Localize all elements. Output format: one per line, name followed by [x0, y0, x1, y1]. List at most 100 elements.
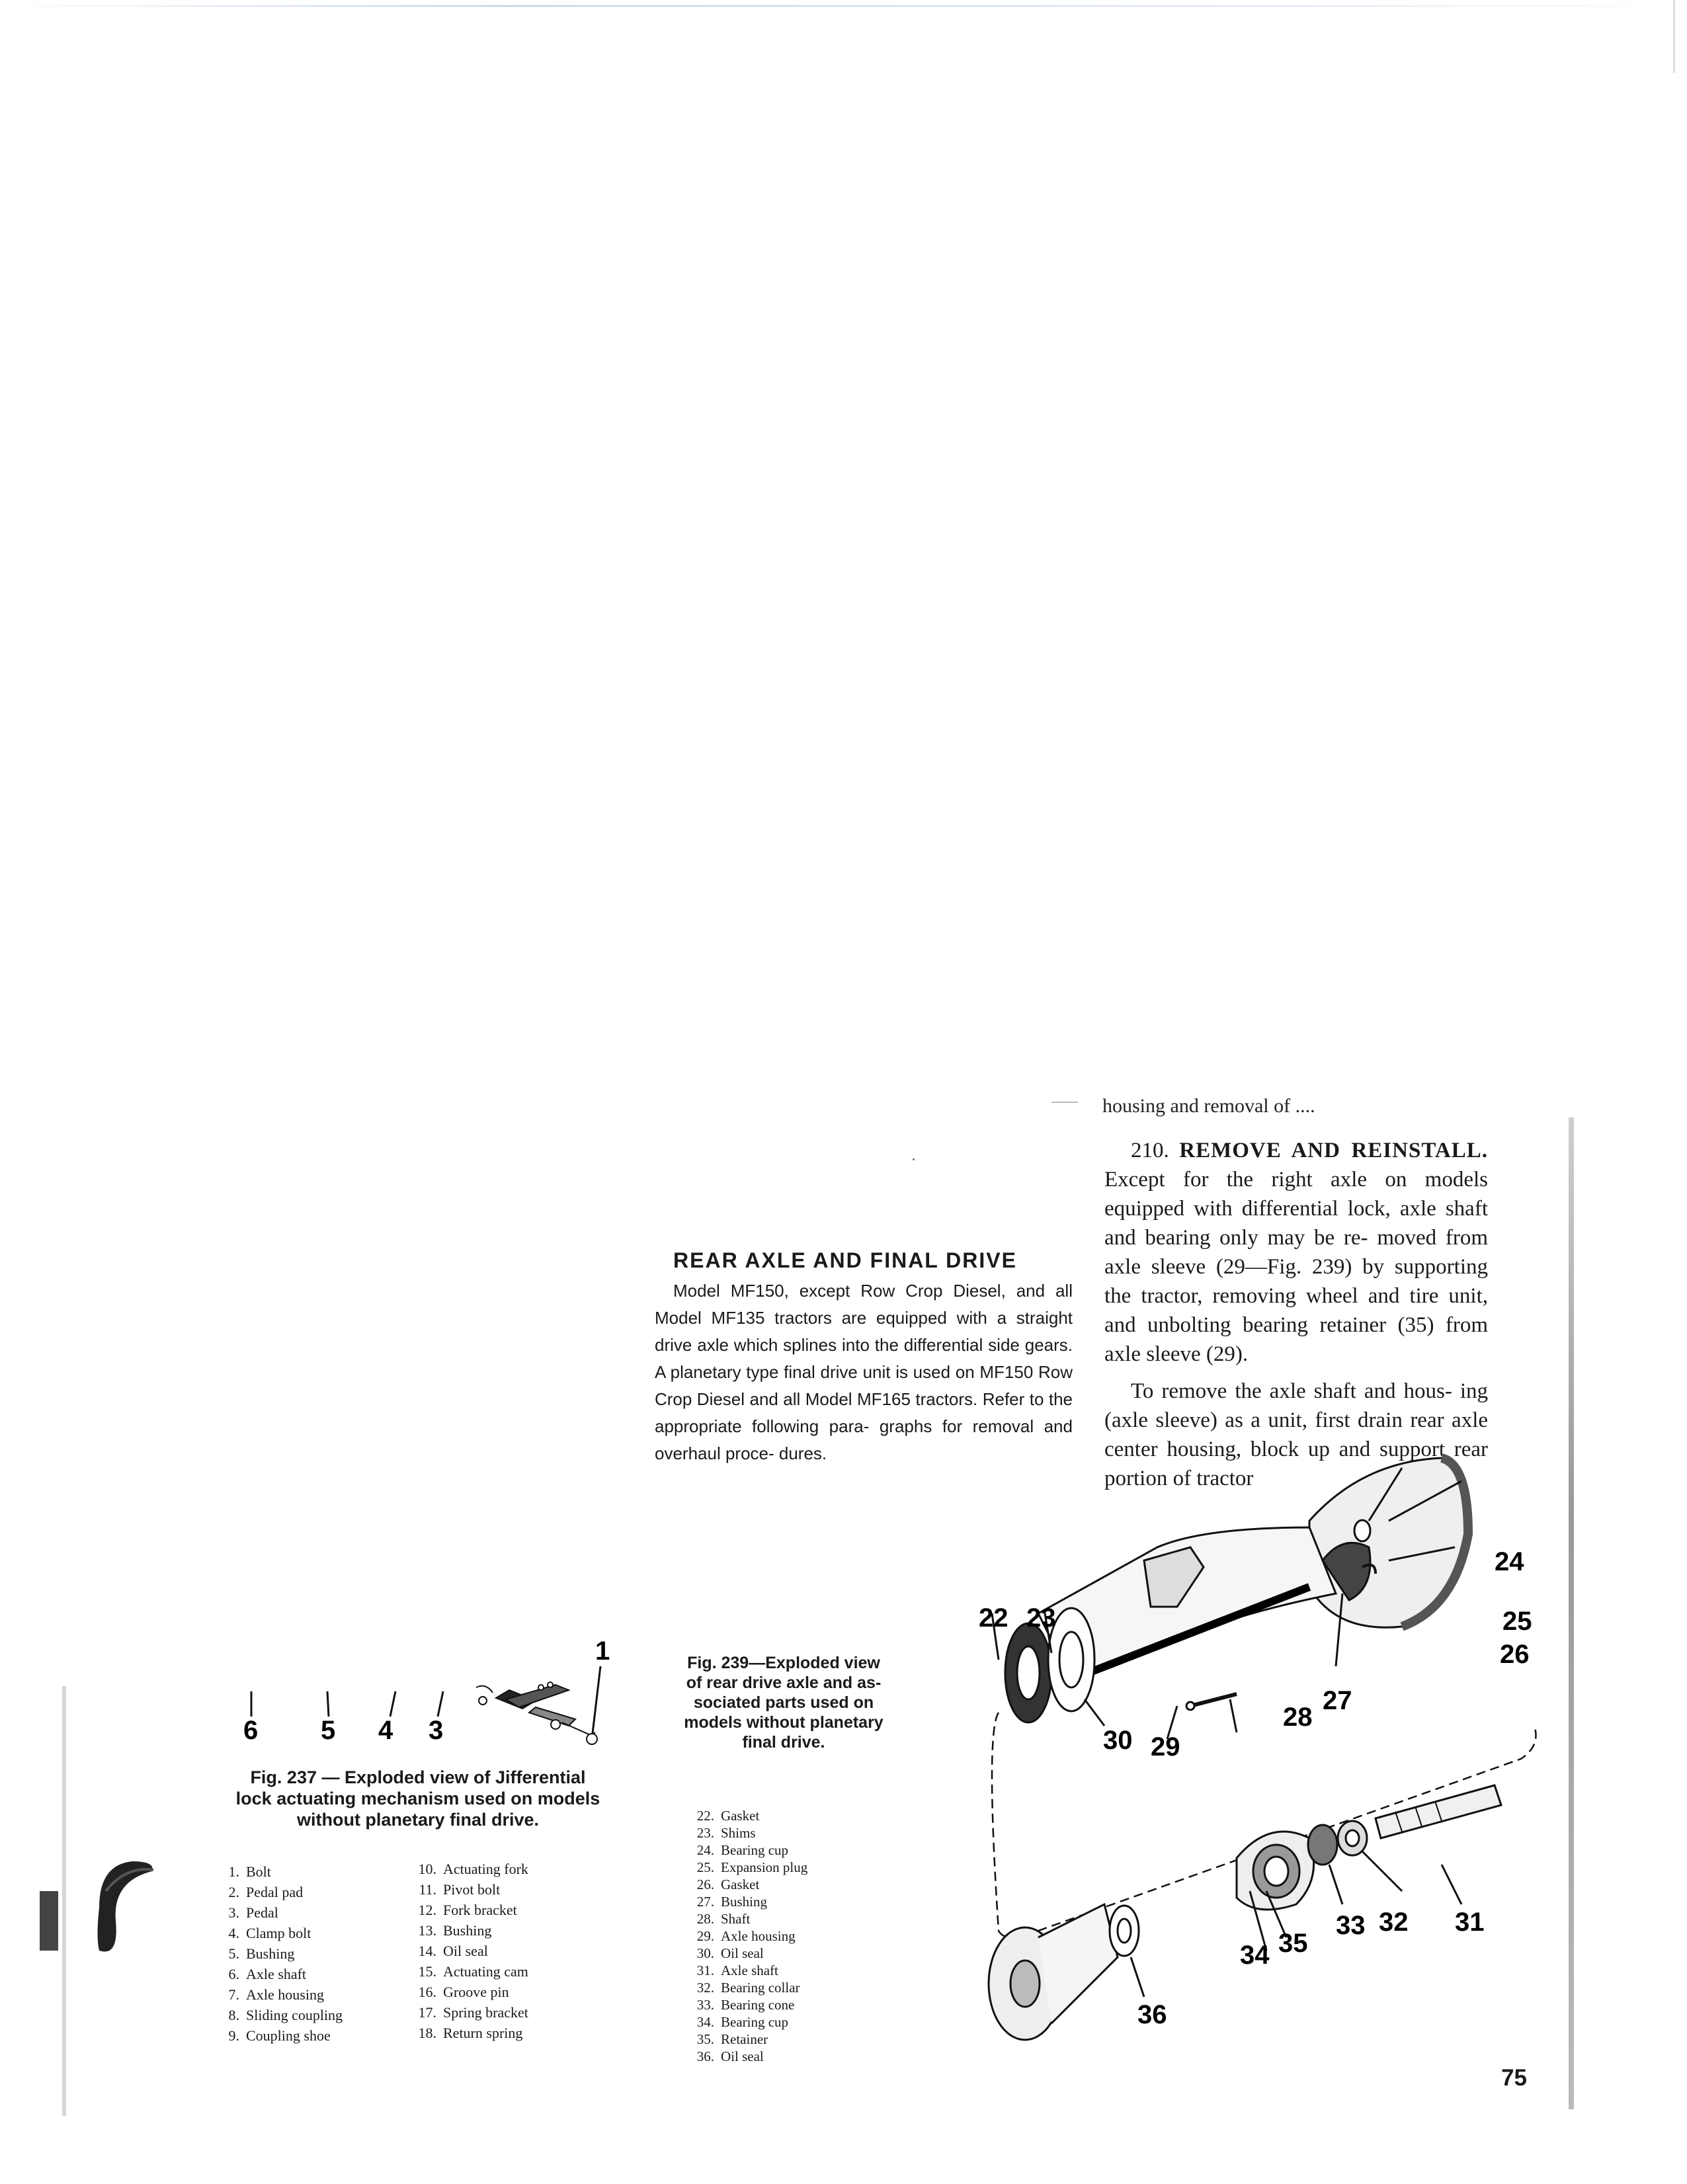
- text-line: Crop Diesel and all Model MF165 tractors…: [655, 1389, 978, 1409]
- legend-item: 17.Spring bracket: [409, 2002, 528, 2023]
- legend-num: 18.: [418, 2025, 437, 2041]
- fig-237-legend-left: 1.Bolt 2.Pedal pad 3.Pedal 4.Clamp bolt …: [212, 1861, 343, 2046]
- legend-num: 8.: [228, 2007, 240, 2023]
- legend-num: 36.: [696, 2048, 714, 2064]
- callout-label: 32: [1379, 1908, 1409, 1937]
- callout-label: 24: [1495, 1547, 1524, 1576]
- callout-label: 34: [1240, 1941, 1270, 1970]
- text-line: Refer to the appropriate following para-: [655, 1389, 1073, 1436]
- legend-num: 6.: [228, 1966, 240, 1982]
- legend-num: 33.: [696, 1997, 714, 2013]
- legend-label: Oil seal: [721, 2048, 764, 2064]
- caption-line: without planetary final drive.: [296, 1810, 540, 1830]
- scan-top-edge: [0, 5, 1687, 7]
- legend-label: Actuating cam: [443, 1963, 528, 1980]
- legend-item: 4.Clamp bolt: [212, 1923, 343, 1943]
- callout-label: 33: [1336, 1911, 1366, 1940]
- text-line: graphs for removal and overhaul proce-: [655, 1416, 1073, 1463]
- legend-label: Actuating fork: [443, 1861, 528, 1877]
- text-line: (29).: [1206, 1342, 1249, 1366]
- legend-item: 14.Oil seal: [409, 1941, 528, 1961]
- callout-label: 25: [1502, 1607, 1532, 1636]
- callout-label: 26: [1500, 1640, 1530, 1669]
- legend-item: 3. Pedal: [212, 1902, 343, 1923]
- legend-label: Axle housing: [246, 1986, 324, 2003]
- text-line: bearing retainer (35) from axle sleeve: [1104, 1313, 1489, 1366]
- legend-label: Bearing cup: [721, 1842, 789, 1858]
- legend-label: Sliding coupling: [246, 2007, 343, 2023]
- legend-item: 6. Axle shaft: [212, 1964, 343, 1984]
- legend-label: Axle shaft: [246, 1966, 307, 1982]
- paragraph-number: 210.: [1131, 1139, 1169, 1162]
- callout-label: 5: [321, 1716, 335, 1745]
- legend-item: 5. Bushing: [212, 1943, 343, 1964]
- legend-label: Coupling shoe: [246, 2027, 331, 2044]
- legend-item: 1.Bolt: [212, 1861, 343, 1882]
- fig-237-legend-right: 10. Actuating fork 11.Pivot bolt 12. Fork …: [409, 1859, 528, 2043]
- legend-num: 22.: [696, 1808, 714, 1824]
- text-line: with a straight drive axle which splines: [655, 1308, 1073, 1355]
- legend-num: 10.: [418, 1861, 437, 1877]
- legend-num: 12.: [418, 1902, 437, 1918]
- text-line: wheel and tire unit, and unbolting: [1104, 1284, 1489, 1337]
- legend-label: Clamp bolt: [246, 1925, 311, 1941]
- legend-num: 35.: [696, 2031, 714, 2047]
- callout-label: 22: [979, 1603, 1008, 1633]
- legend-item: 10. Actuating fork: [409, 1859, 528, 1879]
- page-left-shadow: [62, 1686, 66, 2116]
- legend-label: Bushing: [246, 1945, 295, 1962]
- page-number: 75: [1501, 2065, 1527, 2091]
- legend-item: 26.Gasket: [688, 1876, 807, 1893]
- legend-item: 11.Pivot bolt: [409, 1879, 528, 1900]
- legend-label: Groove pin: [443, 1984, 509, 2000]
- legend-item: 33.Bearing cone: [688, 1996, 807, 2013]
- legend-item: 18. Return spring: [409, 2023, 528, 2043]
- divider: [1051, 1102, 1078, 1103]
- paragraph-210: 210. REMOVE AND REINSTALL. Except for th…: [1104, 1136, 1488, 1501]
- legend-item: 15.Actuating cam: [409, 1961, 528, 1982]
- callout-label: 3: [429, 1716, 443, 1745]
- legend-item: 25. Expansion plug: [688, 1859, 808, 1876]
- legend-item: 24.Bearing cup: [688, 1841, 807, 1859]
- legend-num: 11.: [419, 1881, 436, 1898]
- fig-237-drawing: 1 6 5 4 3: [243, 1637, 610, 1745]
- legend-label: Axle housing: [721, 1928, 796, 1944]
- legend-label: Pedal pad: [246, 1884, 304, 1900]
- legend-label: Fork bracket: [443, 1902, 517, 1918]
- callout-label: 30: [1103, 1726, 1133, 1755]
- text-line: moved from axle sleeve (29—Fig. 239): [1104, 1226, 1489, 1279]
- legend-num: 25.: [696, 1859, 714, 1875]
- legend-item: 7. Axle housing: [212, 1984, 343, 2005]
- text-line: dures.: [778, 1443, 827, 1463]
- legend-label: Expansion plug: [721, 1859, 808, 1875]
- legend-num: 1.: [228, 1863, 240, 1880]
- paragraph-210-first: 210. REMOVE AND REINSTALL. Except for th…: [1104, 1136, 1488, 1369]
- legend-num: 3.: [228, 1904, 240, 1921]
- text-line: ing (axle sleeve) as a unit, first drain: [1104, 1379, 1488, 1432]
- legend-label: Bearing collar: [721, 1980, 800, 1996]
- text-line: type final drive unit is used on MF150 R…: [746, 1362, 1073, 1382]
- caption-line: final drive.: [742, 1733, 825, 1752]
- legend-num: 16.: [418, 1984, 437, 2000]
- section-title: REAR AXLE AND FINAL DRIVE: [673, 1248, 1017, 1272]
- legend-item: 13.Bushing: [409, 1920, 528, 1941]
- page-right-shadow: [1569, 1117, 1574, 2109]
- legend-label: Pedal: [246, 1904, 278, 1921]
- callout-label: 29: [1151, 1732, 1180, 1761]
- fig-237-caption: Fig. 237 — Exploded view of Jifferential…: [206, 1767, 630, 1830]
- text-line: and all Model MF135 tractors are equippe…: [655, 1281, 1073, 1328]
- text-line: equipped with differential lock, axle: [1104, 1197, 1436, 1221]
- cutoff-text-line: housing and removal of ....: [1102, 1095, 1315, 1117]
- legend-label: Oil seal: [721, 1945, 764, 1961]
- legend-label: Return spring: [443, 2025, 523, 2041]
- legend-label: Bushing: [721, 1894, 768, 1910]
- legend-num: 14.: [418, 1943, 437, 1959]
- legend-num: 32.: [696, 1980, 714, 1996]
- legend-num: 5.: [228, 1945, 240, 1962]
- caption-line: of rear drive axle and as-: [686, 1674, 882, 1692]
- legend-num: 2.: [228, 1884, 240, 1900]
- legend-label: Spring bracket: [443, 2004, 528, 2021]
- legend-num: 30.: [696, 1945, 714, 1961]
- text-line: To remove the axle shaft and hous-: [1131, 1379, 1452, 1403]
- legend-num: 7.: [228, 1986, 240, 2003]
